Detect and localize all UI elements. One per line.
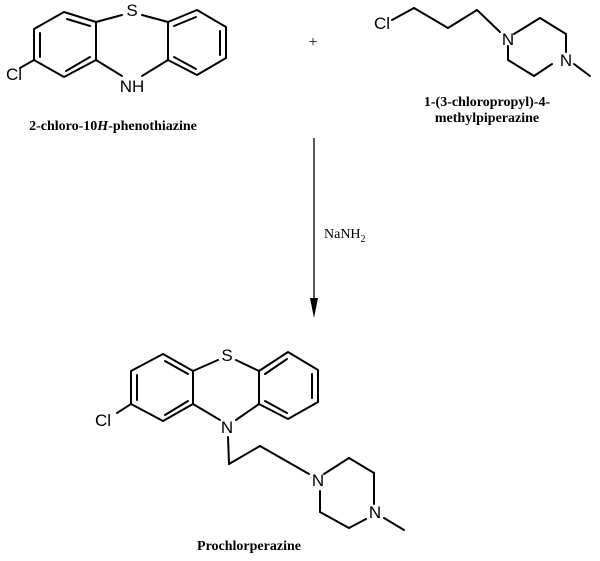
chlorine-atom: Cl bbox=[6, 65, 22, 84]
methyl-bond bbox=[383, 517, 405, 531]
ring-nitrogen-atom: N bbox=[221, 418, 233, 437]
aromatic-double-bond bbox=[264, 400, 288, 414]
nitrogen-atom: N bbox=[312, 471, 324, 490]
reagent-label: NaNH2 bbox=[324, 227, 366, 245]
piperazine-bond bbox=[513, 17, 541, 35]
aromatic-double-bond bbox=[264, 358, 288, 375]
reactant-1-structure: S NH Cl bbox=[6, 1, 227, 96]
bond-c-cl bbox=[19, 59, 35, 69]
propyl-bond bbox=[413, 7, 449, 29]
sulfur-atom: S bbox=[126, 1, 137, 20]
propyl-bond bbox=[476, 9, 501, 33]
propyl-bond bbox=[227, 436, 230, 465]
chlorine-atom: Cl bbox=[374, 14, 390, 33]
piperazine-bond bbox=[319, 511, 350, 529]
nitrogen-atom: N bbox=[560, 51, 572, 70]
bond-c-n bbox=[192, 403, 221, 421]
methyl-bond bbox=[573, 63, 591, 77]
bond-n-c bbox=[141, 59, 169, 77]
aromatic-double-bond bbox=[164, 400, 189, 416]
reactant-2-name-line-1: 1-(3-chloropropyl)-4- bbox=[424, 95, 551, 110]
bond-n-c bbox=[235, 403, 260, 421]
aromatic-double-bond bbox=[173, 56, 197, 70]
propyl-bond bbox=[447, 9, 478, 29]
nitrogen-atom: N bbox=[369, 503, 381, 522]
bond-c-n bbox=[95, 59, 123, 77]
arrow-head-icon bbox=[310, 298, 318, 318]
reactant-2-structure: Cl N N bbox=[374, 7, 591, 77]
aromatic-double-bond bbox=[173, 16, 197, 27]
reactant-1-name: 2-chloro-10H-phenothiazine bbox=[29, 119, 197, 134]
aromatic-double-bond bbox=[66, 18, 91, 27]
bond-c-cl bbox=[116, 403, 132, 414]
sulfur-atom: S bbox=[221, 346, 232, 365]
propyl-bond bbox=[391, 7, 415, 21]
chlorine-atom: Cl bbox=[95, 411, 111, 430]
left-benzene-ring bbox=[130, 353, 194, 422]
bond-c-s bbox=[192, 359, 219, 372]
product-structure: S N Cl N N bbox=[95, 346, 405, 531]
plus-sign: + bbox=[308, 34, 317, 51]
piperazine-bond bbox=[348, 457, 375, 474]
right-benzene-ring bbox=[167, 9, 227, 76]
amine-nh-atom: NH bbox=[120, 77, 145, 96]
bond-c-s bbox=[95, 14, 123, 23]
reactant-2-name-line-2: methylpiperazine bbox=[435, 111, 539, 126]
propyl-bond bbox=[287, 461, 310, 475]
bond-s-c bbox=[235, 359, 260, 372]
nitrogen-atom: N bbox=[502, 30, 514, 49]
product-name: Prochlorperazine bbox=[197, 539, 301, 554]
piperazine-bond bbox=[507, 59, 535, 77]
right-benzene-ring bbox=[258, 351, 319, 420]
piperazine-bond bbox=[533, 63, 553, 77]
propyl-bond bbox=[259, 445, 289, 463]
propyl-bond bbox=[228, 445, 261, 465]
left-benzene-ring bbox=[33, 11, 97, 78]
bond-s-c bbox=[141, 14, 169, 23]
aromatic-double-bond bbox=[65, 56, 91, 72]
aromatic-double-bond bbox=[164, 360, 189, 375]
piperazine-bond bbox=[323, 457, 350, 475]
piperazine-bond bbox=[539, 17, 567, 35]
piperazine-bond bbox=[348, 518, 367, 529]
